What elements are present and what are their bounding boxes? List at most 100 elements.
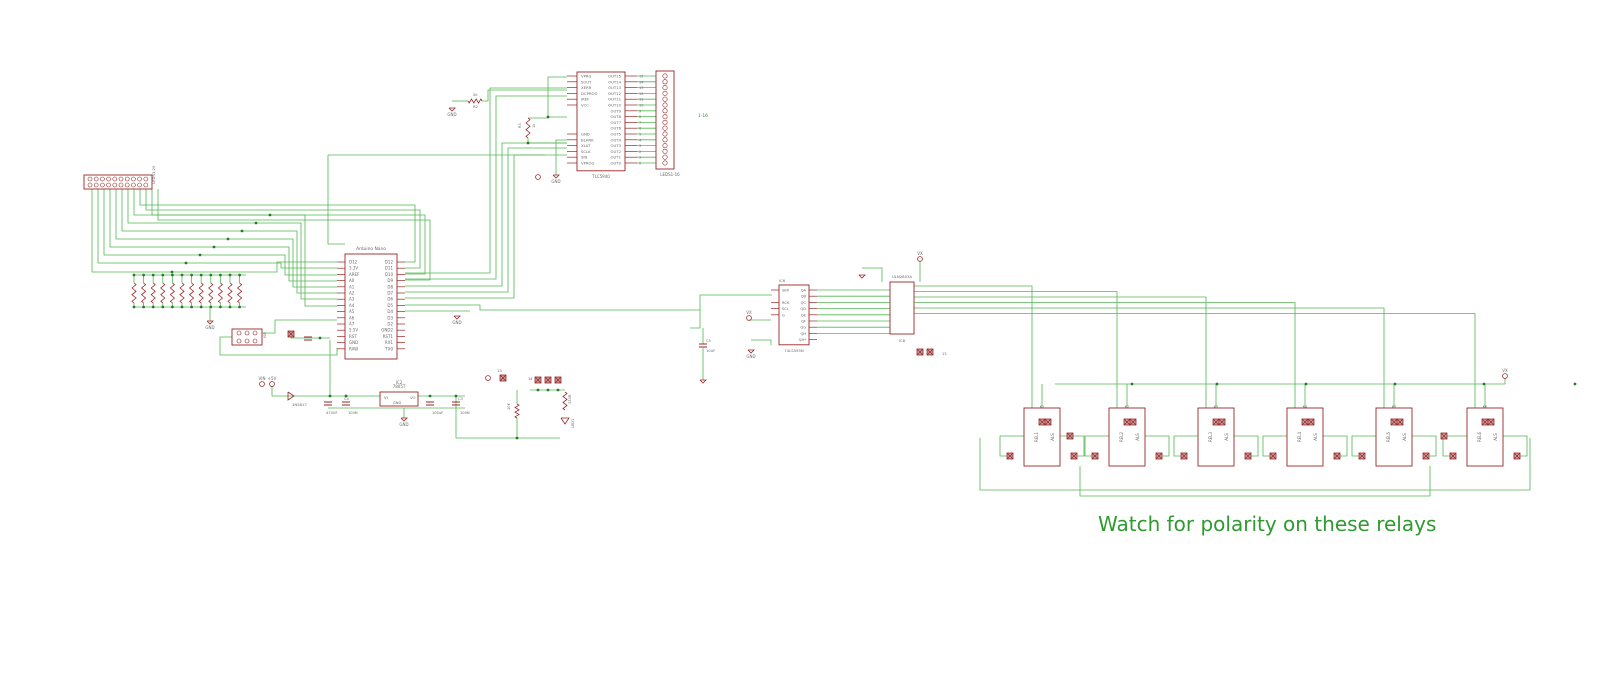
junction-dot: [1482, 382, 1486, 386]
ground-symbol: [206, 320, 214, 325]
relay-ref: REL4: [1297, 432, 1302, 443]
isp-pin: [244, 338, 250, 344]
tlc5940-body: [576, 71, 626, 172]
wire: [914, 296, 1207, 408]
r2-value: 2k: [473, 92, 478, 97]
relay-part: ALS: [1493, 433, 1498, 441]
tlc-pin-num: 13: [639, 86, 643, 90]
pad-mark: [1481, 418, 1489, 426]
left-header-pin: [87, 182, 93, 188]
led-header-pin: [662, 143, 668, 149]
nano-pin-left: A5: [349, 309, 355, 314]
pad-mark: [1212, 418, 1220, 426]
relay-ref: REL5: [1386, 432, 1391, 443]
junction-dot: [180, 273, 184, 277]
isp-pin: [236, 338, 242, 344]
tlc-pin-left: XLAT: [581, 143, 591, 148]
wire: [555, 139, 567, 175]
led-symbol: [560, 417, 570, 425]
led-header-body: [655, 70, 675, 170]
wire: [109, 189, 337, 282]
nano-pin-right: D8: [387, 284, 393, 289]
ladder-resistor: [131, 282, 137, 304]
ladder-resistor: [150, 282, 156, 304]
uln-pad-label: 13: [942, 352, 947, 356]
wire: [914, 302, 1296, 408]
led-resistor: [562, 391, 568, 411]
ladder-resistor: [179, 282, 185, 304]
tlc-pin-right: OUT1: [610, 155, 621, 160]
ground-symbol: [747, 349, 755, 354]
left-header-pin: [93, 176, 99, 182]
pad-mark: [1487, 418, 1495, 426]
relay-body: [1023, 407, 1061, 467]
junction-dot: [132, 273, 136, 277]
junction-dot: [428, 394, 432, 398]
led-header-pin: [662, 96, 668, 102]
pad-mark: [1091, 452, 1099, 460]
shift-pin-left: SER: [782, 289, 790, 293]
tlc-pin-left: DCPROG: [581, 91, 597, 96]
wire: [914, 313, 1476, 408]
tlc-pin-right: OUT7: [610, 120, 621, 125]
supply-label: VX: [917, 251, 923, 256]
junction-dot: [1573, 382, 1577, 386]
pad-mark: [1333, 452, 1341, 460]
isp-label: ISP: [262, 331, 267, 338]
junction-dot: [226, 237, 230, 241]
junction-dot: [1304, 382, 1308, 386]
left-header-pin: [118, 182, 124, 188]
cap-label: 100uF: [432, 411, 443, 415]
cap-label: 100N: [460, 411, 470, 415]
pulldown-label: 10K: [507, 402, 511, 410]
nano-pin-right: TX0: [384, 346, 393, 351]
led-header-pin: [662, 119, 668, 125]
wire: [455, 396, 560, 439]
junction-dot: [170, 270, 174, 274]
wire: [405, 147, 567, 293]
ground-label: GND: [551, 179, 560, 184]
pad-mark: [1155, 452, 1163, 460]
ground-label: GND: [399, 422, 408, 427]
wire: [405, 154, 567, 299]
supply-label: +5V: [268, 376, 277, 381]
nano-pin-left: A4: [349, 303, 355, 308]
left-header-pin: [100, 176, 105, 182]
wire: [1412, 435, 1437, 457]
polarity-note: Watch for polarity on these relays: [1098, 512, 1437, 536]
cap-c5-label: C5: [706, 339, 711, 343]
junction-dot: [198, 253, 202, 257]
nano-pin-right: D10: [385, 272, 394, 277]
relay-k-label: K3: [1214, 405, 1219, 409]
isp-pin: [252, 338, 258, 344]
ladder-resistor: [160, 282, 166, 304]
relay-k-label: K6: [1483, 405, 1488, 409]
tlc-pin-num: 15: [639, 75, 643, 79]
led-resistor-label: 330R: [568, 394, 572, 404]
ground-label: GND: [447, 112, 456, 117]
pad-mark: [287, 330, 295, 338]
tlc-resistor-r3: [525, 117, 531, 139]
nano-pin-left: GND: [349, 340, 358, 345]
wire: [271, 386, 380, 397]
wire: [262, 319, 337, 334]
wire: [91, 189, 337, 273]
wire: [1351, 435, 1376, 457]
shift-pin-right: QH*: [799, 338, 807, 342]
tlc-pin-num: 10: [639, 104, 643, 108]
tlc-pin-num: 3: [639, 144, 641, 148]
nano-pin-right: D11: [385, 266, 394, 271]
wire: [121, 189, 337, 294]
tlc-pin-right: OUT3: [610, 143, 621, 148]
tlc-pin-left: XERR: [581, 85, 592, 90]
shift-pin-right: QH: [800, 332, 806, 336]
led-header-pin: [662, 102, 668, 108]
junction-dot: [171, 305, 174, 309]
relay-part: ALS: [1224, 433, 1229, 441]
junction-dot: [190, 273, 194, 277]
junction-dot: [526, 141, 530, 145]
relay-body: [1108, 407, 1146, 467]
ladder-resistor: [217, 282, 224, 304]
nano-pin-left: RST: [349, 334, 357, 339]
